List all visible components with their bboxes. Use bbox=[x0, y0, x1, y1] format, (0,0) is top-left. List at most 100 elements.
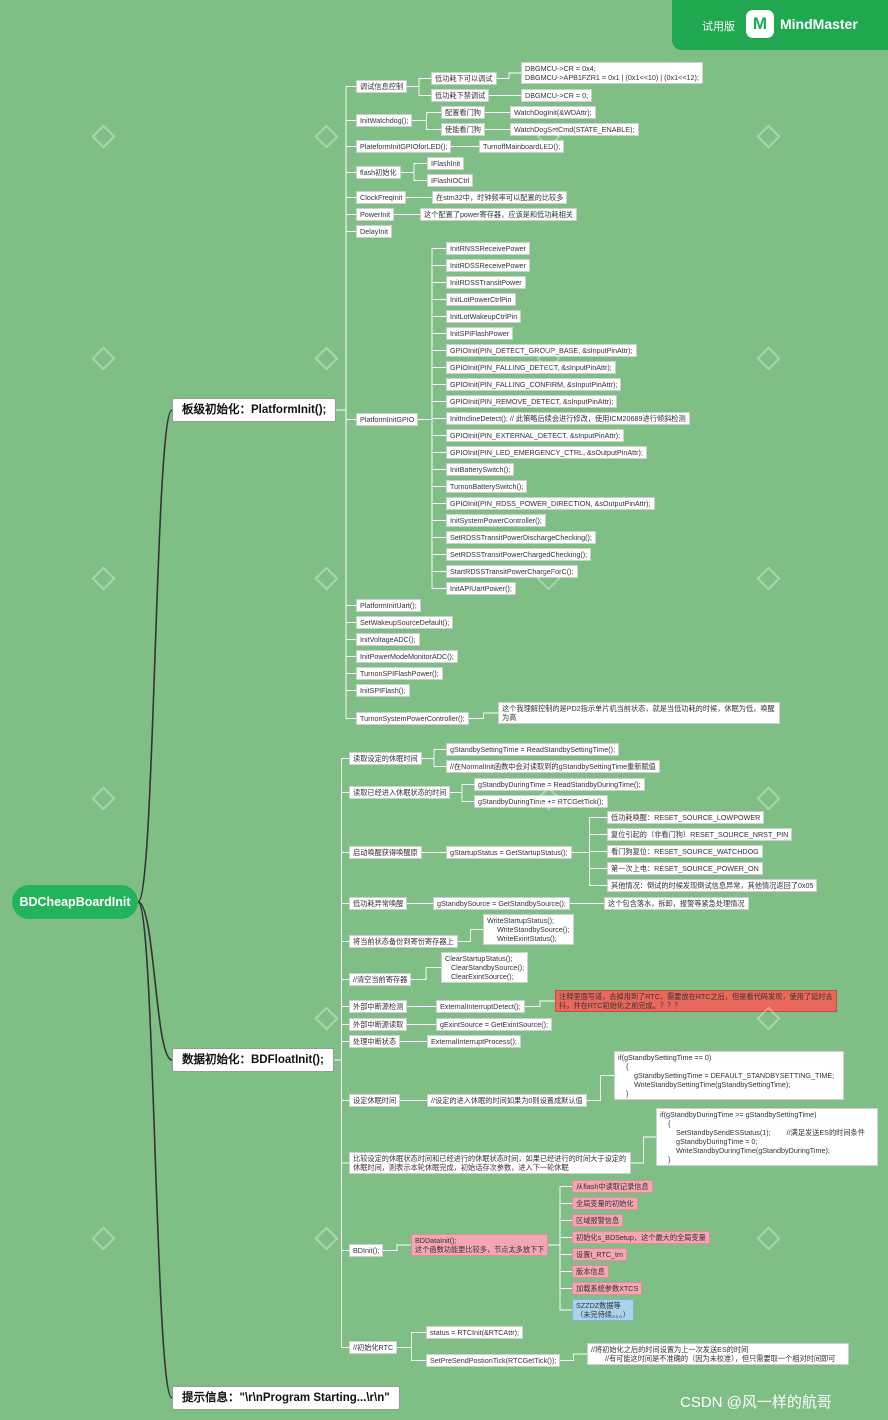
mindmaster-badge[interactable]: 试用版 M MindMaster bbox=[672, 0, 888, 50]
node-dly[interactable]: DelayInit bbox=[356, 225, 392, 238]
platform-item[interactable]: SetWakeupSourceDefault(); bbox=[356, 616, 454, 629]
bdinit-item[interactable]: 初始化s_BDSetup，这个最大的全局变量 bbox=[572, 1231, 710, 1244]
node-rtc2[interactable]: SetPreSendPostionTick(RTCGetTick()); bbox=[426, 1354, 561, 1367]
branch-bdfloat-init[interactable]: 数据初始化：BDFloatInit(); bbox=[172, 1048, 334, 1072]
node-sv[interactable]: 将当前状态备份到寄份寄存器上 bbox=[349, 935, 458, 948]
node-ep[interactable]: 处理中断状态 bbox=[349, 1035, 401, 1048]
node-dbg_b1[interactable]: DBGMCU->CR = 0; bbox=[521, 89, 593, 102]
gpio-item[interactable]: GPIOInit(PIN_FALLING_DETECT, &sInputPinA… bbox=[446, 361, 616, 374]
gpio-item[interactable]: InitBatterySwitch(); bbox=[446, 463, 515, 476]
bdinit-item[interactable]: 全局变量的初始化 bbox=[572, 1197, 638, 1210]
node-fl1[interactable]: IFlashInit bbox=[427, 157, 465, 170]
node-rs2[interactable]: //在NormalInit函数中会对读取到的gStandbySettingTim… bbox=[446, 760, 660, 773]
node-eg1[interactable]: gExintSource = GetExintSource(); bbox=[436, 1018, 553, 1031]
gpio-item[interactable]: GPIOInit(PIN_REMOVE_DETECT, &sInputPinAt… bbox=[446, 395, 618, 408]
node-led[interactable]: PlateformInitGPIOforLED(); bbox=[356, 140, 452, 153]
startup-reason[interactable]: 第一次上电：RESET_SOURCE_POWER_ON bbox=[607, 862, 763, 875]
platform-item[interactable]: TurnonSPIFlashPower(); bbox=[356, 667, 443, 680]
node-tsp1[interactable]: 这个我理解控制的是PD2指示单片机当前状态，就是当低功耗的时候，休眠为低，唤醒 … bbox=[498, 702, 780, 724]
node-rs[interactable]: 读取设定的休眠时间 bbox=[349, 752, 422, 765]
node-fl[interactable]: flash初始化 bbox=[356, 166, 401, 179]
node-cl[interactable]: //清空当前寄存器 bbox=[349, 973, 412, 986]
node-rd2[interactable]: gStandbyDuringTime += RTCGetTick(); bbox=[474, 795, 608, 808]
platform-item[interactable]: InitVoltageADC(); bbox=[356, 633, 420, 646]
node-ex_note[interactable]: 注释里面写道，去掉用到了RTC，需要放在RTC之后，但是看代码发现，使用了延时去… bbox=[555, 990, 837, 1012]
node-ws1[interactable]: gStartupStatus = GetStartupStatus(); bbox=[446, 846, 572, 859]
bdinit-item[interactable]: 加载系统参数XTCS bbox=[572, 1282, 643, 1295]
node-rtc3[interactable]: //将初始化之后的时间设置为上一次发送ES的时间 //有可能这时间是不准确的（因… bbox=[587, 1343, 849, 1365]
node-cmp[interactable]: 比较设定的休眠状态时间和已经进行的休眠状态时间，如果已经进行的时间大于设定的 休… bbox=[349, 1152, 631, 1174]
node-wdg_a[interactable]: 配置看门狗 bbox=[441, 106, 485, 119]
node-rtc[interactable]: //初始化RTC bbox=[349, 1341, 398, 1354]
node-pwr[interactable]: PowerInit bbox=[356, 208, 394, 221]
node-ep1[interactable]: ExternalInterruptProcess(); bbox=[427, 1035, 521, 1048]
node-eg[interactable]: 外部中断源读取 bbox=[349, 1018, 408, 1031]
bdinit-item[interactable]: 区域报警信息 bbox=[572, 1214, 624, 1227]
node-wdg_a1[interactable]: WatchDogInit(&WDAttr); bbox=[510, 106, 596, 119]
node-tsp[interactable]: TurnonSystemPowerController(); bbox=[356, 712, 469, 725]
node-bd_last[interactable]: SZZDZ数据等 （未完待续。。。） bbox=[572, 1299, 634, 1321]
node-clk1[interactable]: 在stm32中，时钟频率可以配置的比较多 bbox=[432, 191, 568, 204]
node-fl2[interactable]: IFlashIOCtrl bbox=[427, 174, 474, 187]
node-dbg_b[interactable]: 低功耗下禁调试 bbox=[431, 89, 490, 102]
node-wdg[interactable]: InitWatchdog(); bbox=[356, 114, 413, 127]
root-node[interactable]: BDCheapBoardInit bbox=[12, 885, 138, 919]
node-lw2[interactable]: 这个包含落水，拆卸，报警等紧急处理情况 bbox=[604, 897, 749, 910]
node-dbg_a1[interactable]: DBGMCU->CR = 0x4; DBGMCU->APB1FZR1 = 0x1… bbox=[521, 62, 703, 84]
node-gpio[interactable]: PlatformInitGPIO bbox=[356, 413, 419, 426]
startup-reason[interactable]: 复位引起的（非看门狗）RESET_SOURCE_NRST_PIN bbox=[607, 828, 793, 841]
gpio-item[interactable]: InitLotPowerCtrlPin bbox=[446, 293, 516, 306]
gpio-item[interactable]: InitLotWakeupCtrlPin bbox=[446, 310, 522, 323]
branch-platform-init[interactable]: 板级初始化：PlatformInit(); bbox=[172, 398, 337, 422]
node-lw[interactable]: 低功耗异常唤醒 bbox=[349, 897, 408, 910]
node-ws[interactable]: 启动唤醒获得唤醒原 bbox=[349, 846, 422, 859]
startup-reason[interactable]: 看门狗复位：RESET_SOURCE_WATCHDOG bbox=[607, 845, 763, 858]
gpio-item[interactable]: SetRDSSTransitPowerChargedChecking(); bbox=[446, 548, 592, 561]
node-bdi[interactable]: BDInit(); bbox=[349, 1244, 384, 1257]
gpio-item[interactable]: InitAPIUartPower(); bbox=[446, 582, 516, 595]
bdinit-item[interactable]: 设置t_RTC_tm bbox=[572, 1248, 627, 1261]
gpio-item[interactable]: GPIOInit(PIN_FALLING_CONFIRM, &sInputPin… bbox=[446, 378, 622, 391]
gpio-item[interactable]: InitInclineDetect(); // 此策略后续会进行修改，使用ICM… bbox=[446, 412, 690, 425]
platform-item[interactable]: PlatformInitUart(); bbox=[356, 599, 421, 612]
node-rtc1[interactable]: status = RTCInit(&RTCAttr); bbox=[426, 1326, 523, 1339]
node-dbg[interactable]: 调试信息控制 bbox=[356, 80, 408, 93]
startup-reason[interactable]: 其他情况：倒试的时候发现倒试信息异常，其他情况返回了0x05 bbox=[607, 879, 818, 892]
branch-prompt-info[interactable]: 提示信息："\r\nProgram Starting...\r\n" bbox=[172, 1386, 400, 1410]
node-lw1[interactable]: gStandbySource = GetStandbySource(); bbox=[433, 897, 570, 910]
node-rd1[interactable]: gStandbyDuringTime = ReadStandbyDuringTi… bbox=[474, 778, 645, 791]
node-cmp_code[interactable]: if(gStandbyDuringTime >= gStandbySetting… bbox=[656, 1108, 878, 1166]
gpio-item[interactable]: InitRDSSTransitPower bbox=[446, 276, 526, 289]
node-wdg_b[interactable]: 使能看门狗 bbox=[441, 123, 485, 136]
node-clk[interactable]: ClockFreqInit bbox=[356, 191, 407, 204]
platform-item[interactable]: InitSPIFlash(); bbox=[356, 684, 410, 697]
node-cl1[interactable]: ClearStartupStatus(); ClearStandbySource… bbox=[441, 952, 529, 983]
node-sv1[interactable]: WriteStartupStatus(); WriteStandbySource… bbox=[483, 914, 574, 945]
node-ex[interactable]: 外部中断源检测 bbox=[349, 1000, 408, 1013]
gpio-item[interactable]: StartRDSSTransitPowerChargeForC(); bbox=[446, 565, 578, 578]
node-pwr1[interactable]: 这个配置了power寄存器，应该是和低功耗相关 bbox=[420, 208, 577, 221]
gpio-item[interactable]: InitSPIFlashPower bbox=[446, 327, 514, 340]
gpio-item[interactable]: InitRDSSReceivePower bbox=[446, 259, 530, 272]
node-dbg_a[interactable]: 低功耗下可以调试 bbox=[431, 72, 497, 85]
gpio-item[interactable]: SetRDSSTransitPowerDischargeChecking(); bbox=[446, 531, 596, 544]
gpio-item[interactable]: GPIOInit(PIN_EXTERNAL_DETECT, &sInputPin… bbox=[446, 429, 625, 442]
startup-reason[interactable]: 低功耗唤醒：RESET_SOURCE_LOWPOWER bbox=[607, 811, 765, 824]
gpio-item[interactable]: InitSystemPowerController(); bbox=[446, 514, 546, 527]
bdinit-item[interactable]: 版本信息 bbox=[572, 1265, 609, 1278]
node-st1[interactable]: //设定的进入休眠的时间如果为0则设置成默认值 bbox=[427, 1094, 587, 1107]
gpio-item[interactable]: TurnonBatterySwitch(); bbox=[446, 480, 528, 493]
node-st_code[interactable]: if(gStandbySettingTime == 0) { gStandbyS… bbox=[614, 1051, 844, 1100]
node-ex1[interactable]: ExternalInterruptDetect(); bbox=[436, 1000, 525, 1013]
node-rs1[interactable]: gStandbySettingTime = ReadStandbySetting… bbox=[446, 743, 620, 756]
gpio-item[interactable]: GPIOInit(PIN_LED_EMERGENCY_CTRL, &sOutpu… bbox=[446, 446, 647, 459]
node-led1[interactable]: TurnoffMainboardLED(); bbox=[479, 140, 565, 153]
node-st[interactable]: 设定休眠时间 bbox=[349, 1094, 401, 1107]
gpio-item[interactable]: GPIOInit(PIN_DETECT_GROUP_BASE, &sInputP… bbox=[446, 344, 637, 357]
node-rd[interactable]: 读取已经进入休眠状态的时间 bbox=[349, 786, 451, 799]
node-bdi1[interactable]: BDDataInit(); 这个函数功能更比较多，节点太多放下下 bbox=[411, 1234, 549, 1256]
gpio-item[interactable]: InitRNSSReceivePower bbox=[446, 242, 530, 255]
node-wdg_b1[interactable]: WatchDogSetCmd(STATE_ENABLE); bbox=[510, 123, 639, 136]
bdinit-item[interactable]: 从flash中读取记录信息 bbox=[572, 1180, 653, 1193]
platform-item[interactable]: InitPowerModeMonitorADC(); bbox=[356, 650, 458, 663]
